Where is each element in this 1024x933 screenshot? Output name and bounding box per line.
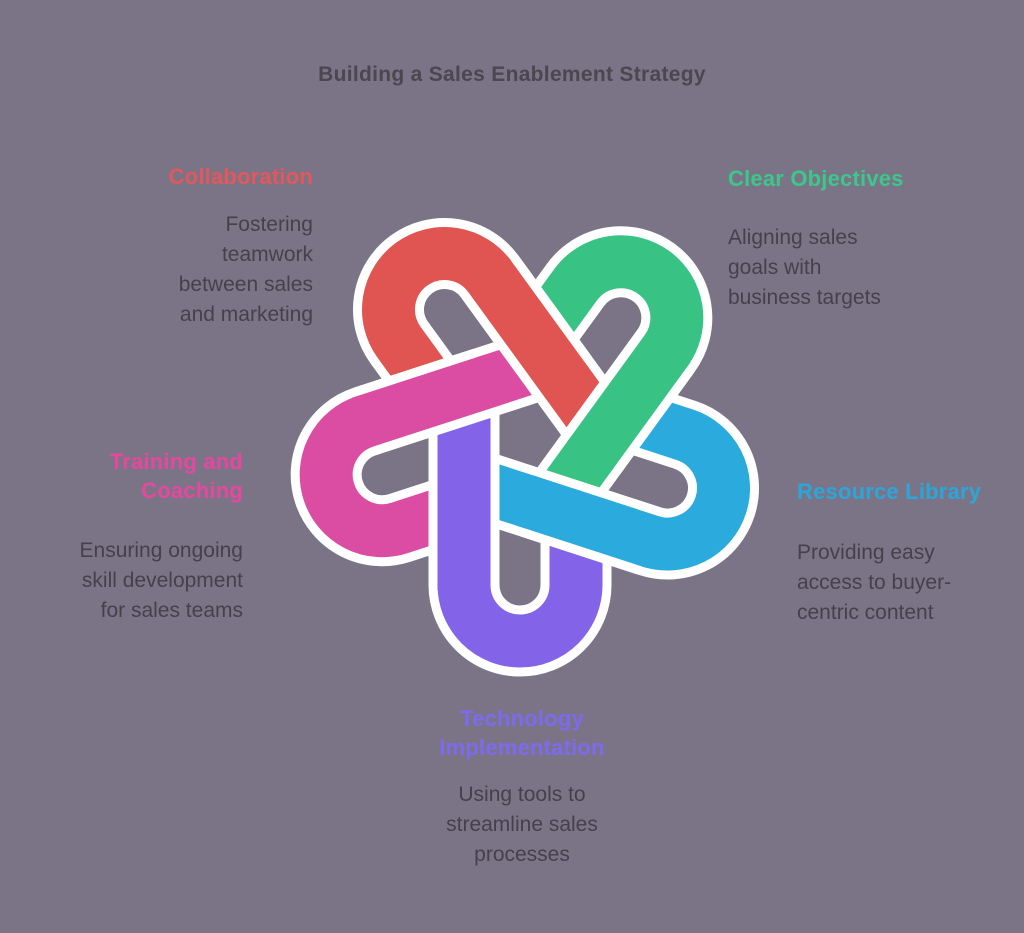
resource-library-description: Providing easy access to buyer- centric …: [797, 538, 951, 628]
body-line: goals with: [728, 256, 822, 279]
body-line: Aligning sales: [728, 226, 858, 249]
body-line: and marketing: [179, 303, 313, 326]
training-and-coaching-heading: Training and Coaching: [110, 447, 243, 505]
technology-implementation-heading: Technology Implementation: [272, 704, 772, 762]
training-and-coaching-description: Ensuring ongoing skill development for s…: [80, 536, 243, 626]
body-line: Ensuring ongoing: [79, 539, 243, 562]
clear-objectives-description: Aligning sales goals with business targe…: [728, 223, 881, 313]
body-line: for sales teams: [100, 599, 243, 622]
body-line: between sales: [178, 273, 313, 296]
section-technology-implementation: Technology Implementation Using tools to…: [272, 704, 772, 874]
loop-training-over-segment: [351, 349, 499, 456]
loop-clear-objectives-over-segment: [563, 329, 695, 474]
body-line: Using tools to: [458, 783, 586, 806]
section-resource-library: Resource Library Providing easy access t…: [797, 477, 1022, 637]
loop-technology-over-segment: [428, 453, 500, 590]
loop-collaboration-over-segment: [461, 255, 592, 399]
collaboration-description: Fostering teamwork between sales and mar…: [179, 210, 313, 330]
body-line: access to buyer-: [797, 571, 952, 594]
loop-clear-objectives: [501, 226, 713, 499]
body-line: Fostering: [225, 213, 313, 236]
section-training-and-coaching: Training and Coaching Ensuring ongoing s…: [3, 447, 243, 637]
heading-line: Coaching: [141, 478, 243, 503]
technology-implementation-description: Using tools to streamline sales processe…: [272, 780, 772, 870]
resource-library-heading: Resource Library: [797, 479, 982, 504]
collaboration-heading: Collaboration: [168, 164, 313, 189]
body-line: business targets: [728, 286, 881, 309]
heading-line: Implementation: [439, 735, 605, 760]
clear-objectives-heading: Clear Objectives: [728, 166, 904, 191]
body-line: processes: [474, 843, 570, 866]
heading-line: Training and: [109, 449, 243, 474]
section-clear-objectives: Clear Objectives Aligning sales goals wi…: [728, 164, 1018, 324]
heading-line: Technology: [460, 706, 584, 731]
body-line: skill development: [81, 569, 243, 592]
loop-resource-library-over-segment: [516, 468, 664, 576]
body-line: streamline sales: [446, 813, 598, 836]
body-line: centric content: [797, 601, 934, 624]
body-line: Providing easy: [797, 541, 935, 564]
diagram-title: Building a Sales Enablement Strategy: [318, 63, 706, 86]
body-line: teamwork: [221, 243, 313, 266]
section-collaboration: Collaboration Fostering teamwork between…: [33, 162, 313, 342]
